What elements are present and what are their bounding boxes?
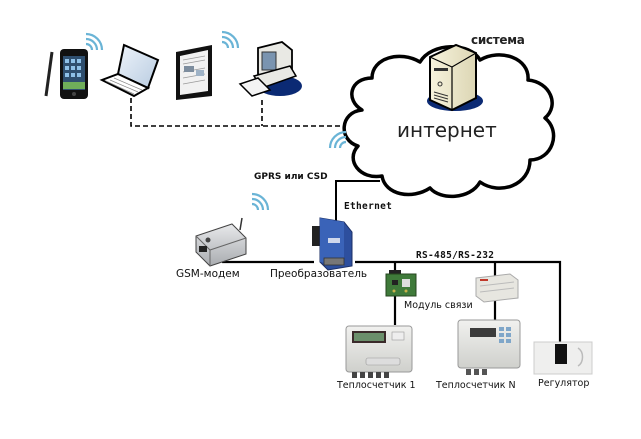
desktop-computer-icon xyxy=(238,41,302,97)
gprs-link-label: GPRS или CSD xyxy=(254,172,328,182)
laptop-icon xyxy=(99,43,160,98)
regulator-label: Регулятор xyxy=(538,378,590,389)
communication-module-icon xyxy=(385,270,417,297)
dashed-line-devices-to-cloud xyxy=(130,98,357,127)
regulator-icon xyxy=(533,341,593,375)
rs485-bus-line xyxy=(355,260,562,342)
converter-icon xyxy=(312,217,353,271)
gsm-modem-label: GSM-модем xyxy=(176,268,240,280)
heat-meter-1-icon xyxy=(345,325,413,378)
rs485-bus-label: RS-485/RS-232 xyxy=(416,250,495,261)
ethernet-link-label: Ethernet xyxy=(344,201,393,212)
wifi-icon-smartphone xyxy=(84,32,104,52)
tablet-icon xyxy=(176,45,212,100)
internet-cloud xyxy=(342,45,556,199)
heat-meter-n-icon xyxy=(457,319,521,375)
converter-label: Преобразователь xyxy=(270,268,368,280)
smartphone-icon xyxy=(44,49,88,99)
ethernet-line xyxy=(335,180,380,230)
wifi-icon-tablet xyxy=(220,30,240,50)
communication-module-label: Модуль связи xyxy=(404,300,473,311)
heat-meter-n-label: Теплосчетчик N xyxy=(436,380,516,391)
heat-meter-1-label: Теплосчетчик 1 xyxy=(337,380,416,391)
gsm-modem-icon xyxy=(195,217,247,267)
din-rail-module-icon xyxy=(475,273,519,303)
wifi-icon-gsm-modem xyxy=(250,192,270,212)
server-icon xyxy=(427,43,483,112)
cloud-label: интернет xyxy=(397,118,497,142)
server-label: система xyxy=(471,33,525,47)
